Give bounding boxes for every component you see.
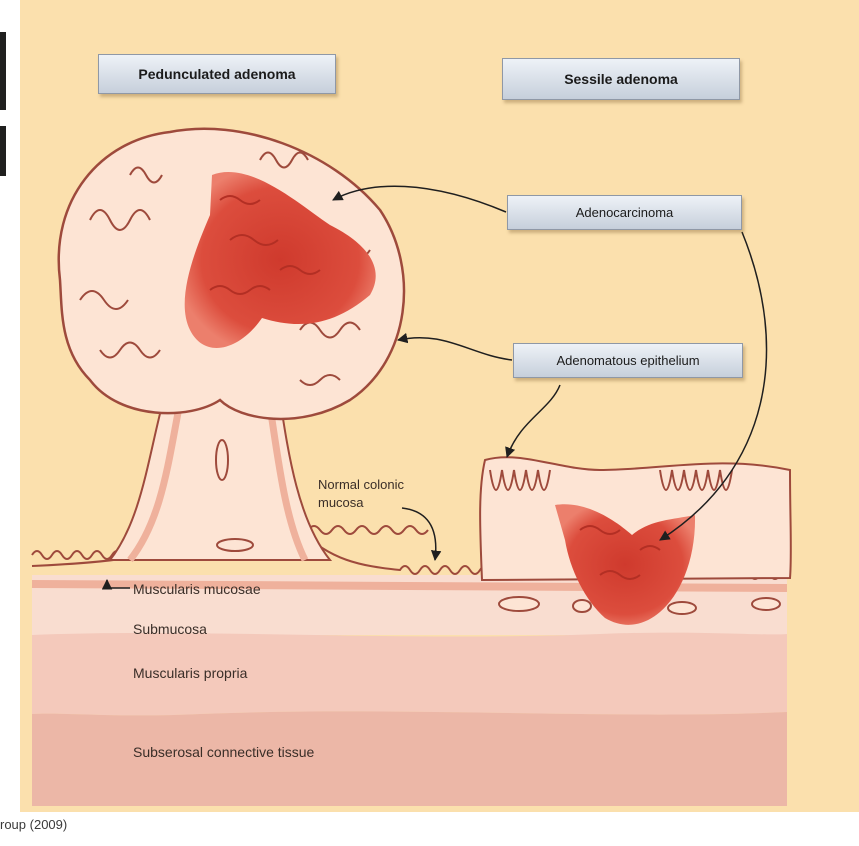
pedunculated-adenoma-title-box: Pedunculated adenoma xyxy=(98,54,336,94)
adenocarcinoma-label: Adenocarcinoma xyxy=(576,205,674,220)
pedunculated-adenoma-title: Pedunculated adenoma xyxy=(138,66,295,82)
submucosal-gland xyxy=(499,597,539,611)
subserosa-label: Subserosal connective tissue xyxy=(133,744,314,760)
muscularis-propria-label: Muscularis propria xyxy=(133,665,247,681)
normal-mucosa-line1: Normal colonic xyxy=(318,476,404,494)
sessile-adenoma-title-box: Sessile adenoma xyxy=(502,58,740,100)
muscularis-mucosae-label: Muscularis mucosae xyxy=(133,581,261,597)
sessile-adenoma-title: Sessile adenoma xyxy=(564,71,678,87)
source-credit: roup (2009) xyxy=(0,817,67,832)
submucosal-gland xyxy=(573,600,591,612)
normal-mucosa-line2: mucosa xyxy=(318,494,404,512)
stalk-gland xyxy=(217,539,253,551)
adenomatous-epithelium-label: Adenomatous epithelium xyxy=(556,353,699,368)
left-edge-mark xyxy=(0,126,6,176)
normal-colonic-mucosa-label: Normal colonic mucosa xyxy=(318,476,404,512)
submucosal-gland xyxy=(668,602,696,614)
submucosal-gland xyxy=(752,598,780,610)
submucosa-label: Submucosa xyxy=(133,621,207,637)
stalk-gland xyxy=(216,440,228,480)
left-edge-mark xyxy=(0,32,6,110)
adenomatous-epithelium-label-box: Adenomatous epithelium xyxy=(513,343,743,378)
adenocarcinoma-label-box: Adenocarcinoma xyxy=(507,195,742,230)
